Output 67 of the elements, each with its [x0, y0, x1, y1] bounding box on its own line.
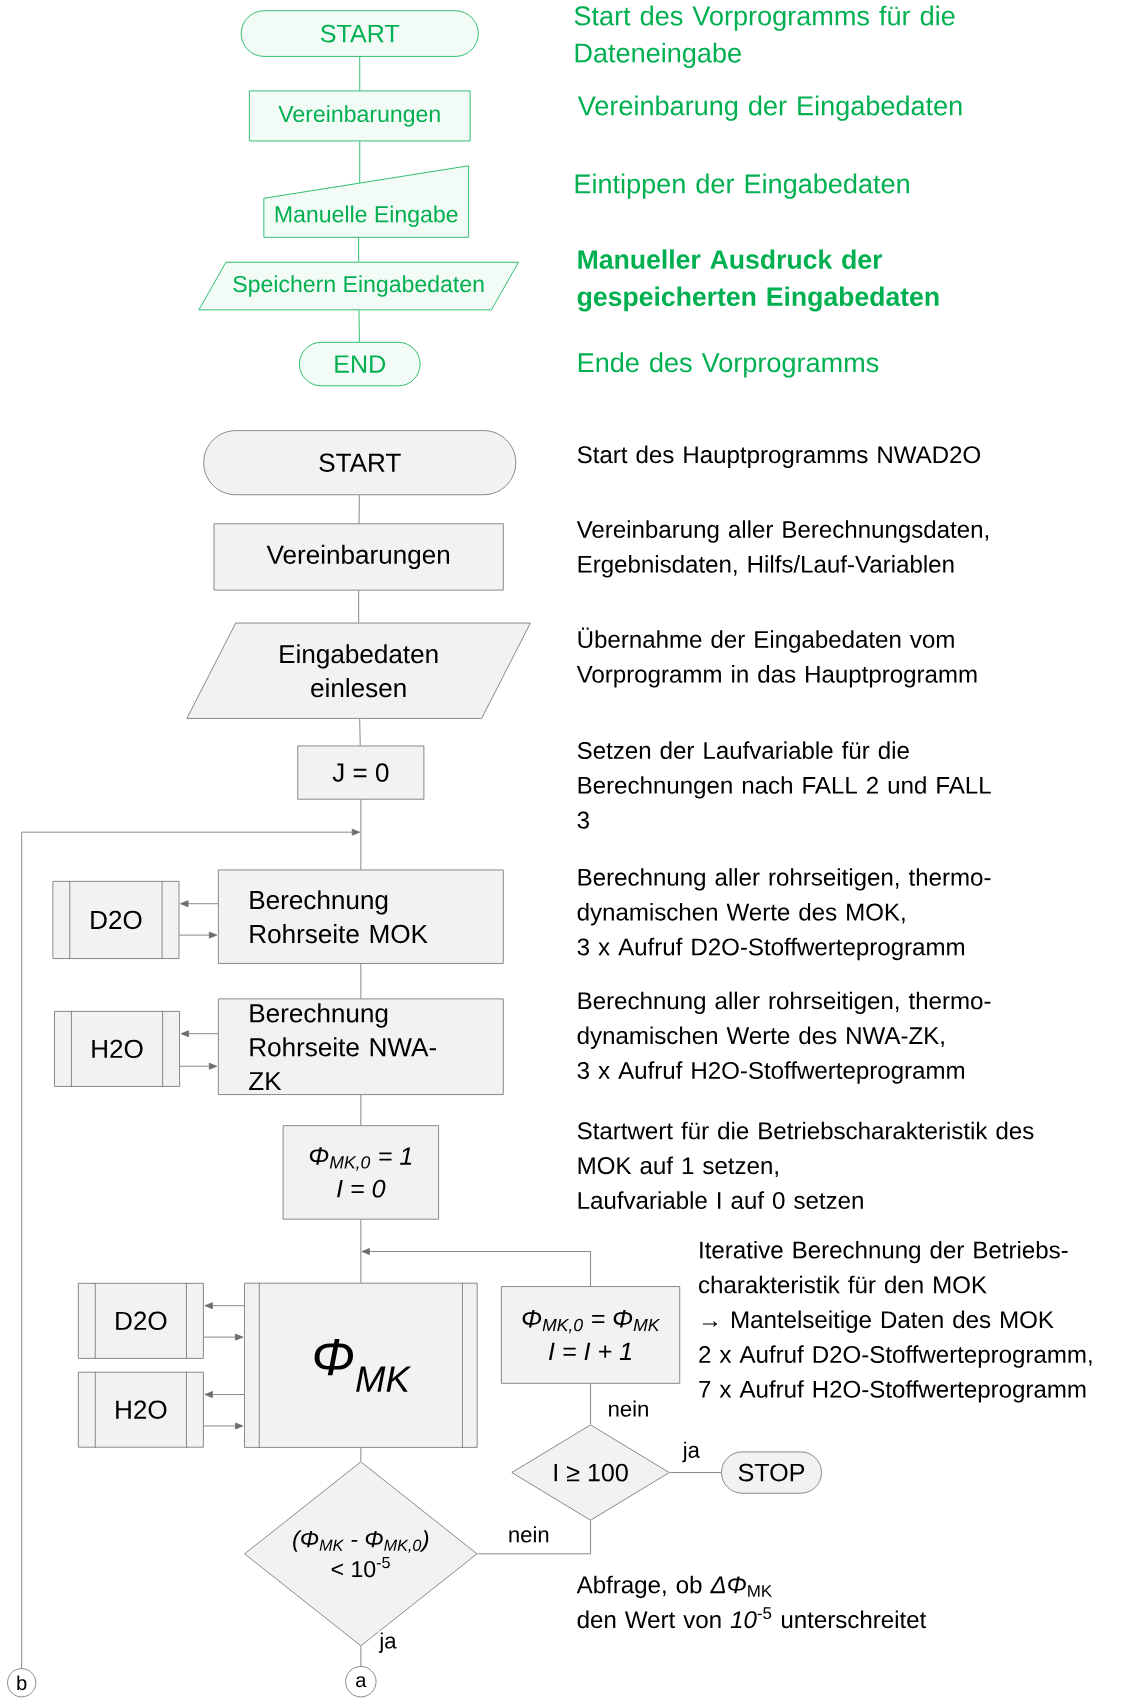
node-label: 7 x Aufruf H2O-Stoffwerteprogramm: [699, 1380, 1086, 1403]
process-box: Vereinbarungen: [213, 523, 504, 591]
terminal-box: STOP: [721, 1451, 823, 1494]
connector-line: [360, 799, 362, 870]
process-box: J = 0: [297, 745, 425, 800]
description-text: Übernahme der Eingabedaten vom Vorprogramm in das Hauptprogramm: [577, 627, 977, 688]
process-box: Φ$_{MK,0}$ = 1 I = 0: [282, 1125, 440, 1220]
connector-line: [358, 310, 361, 343]
node-label: Iterative Berechnung der Betriebs-charakteristik für den MOK: [699, 1240, 1068, 1294]
connector-line: [360, 963, 362, 999]
connector-line: [669, 1472, 722, 1473]
arrow: [180, 1030, 219, 1038]
description-text: Berechnung aller rohrseitigen, thermo-dynamischen Werte des MOK, 3 x Aufruf D2O-Stoffwerteprogramm: [577, 868, 991, 961]
description-text: Iterative Berechnung der Betriebs-charakteristik für den MOK → Mantelseitige Daten des MOK 2 x Aufruf D2O-Stoffwerteprogramm, 7 x Aufruf H2O-Stoffwerteprogramm: [699, 1240, 1092, 1403]
connector-line: [359, 56, 361, 91]
edge-label: nein: [507, 1525, 551, 1544]
subroutine-box: D2O: [78, 1282, 204, 1360]
connector-line: [358, 494, 360, 524]
terminal-box: END: [299, 341, 421, 387]
arrow: [203, 1333, 244, 1341]
description-text: Start des Hauptprogramms NWAD2O: [577, 445, 981, 468]
arrow: [203, 1422, 244, 1430]
description-text: Manueller Ausdruck der gespeicherten Eingabedaten: [577, 249, 939, 312]
description-text: Startwert für die Betriebscharakteristik des MOK auf 1 setzen, Laufvariable I auf 0 setzen: [577, 1121, 1034, 1209]
terminal-box: START: [241, 10, 479, 57]
description-text: Vereinbarung der Eingabedaten: [578, 95, 962, 121]
node-label: 2 x Aufruf D2O-Stoffwerteprogramm,: [699, 1345, 1092, 1368]
edge-label: ja: [681, 1440, 702, 1464]
connector-line: [359, 140, 361, 184]
node-label: → Mantelseitige Daten des MOK: [703, 1310, 1054, 1333]
description-text: Eintippen der Eingabedaten: [575, 173, 910, 199]
process-box: Berechnung Rohrseite MOK: [218, 869, 504, 964]
process-box: Vereinbarungen: [249, 90, 471, 142]
description-text: Ende des Vorprogramms: [579, 352, 879, 378]
arrow: [204, 1391, 245, 1398]
manual-input-box: Manuelle Eingabe: [263, 165, 470, 238]
data-box: Eingabedaten einlesen: [186, 622, 531, 719]
arrow: [21, 828, 361, 1669]
arrow: [179, 1062, 218, 1070]
terminal-box: START: [203, 430, 517, 496]
connector-line: [360, 1447, 362, 1462]
subroutine-box: D2O: [52, 880, 180, 960]
connector-line: [360, 1646, 362, 1667]
subroutine-box: H2O: [54, 1010, 181, 1088]
description-text: Berechnung aller rohrseitigen, thermo-dynamischen Werte des NWA-ZK, 3 x Aufruf H2O-Stoffwerteprogramm: [577, 991, 991, 1084]
connector-line: [358, 590, 360, 623]
subroutine-box: Φ$_{MK}$: [244, 1282, 478, 1449]
arrow: [361, 1248, 592, 1287]
connector-line: [590, 1383, 592, 1425]
arrow: [204, 1302, 245, 1310]
process-box: Berechnung Rohrseite NWA-ZK: [218, 998, 504, 1095]
edge-label: ja: [378, 1631, 398, 1654]
description-text: Abfrage, ob ΔΦ$_{MK}$ den Wert von 10$^{-5}$ unterschreitet: [576, 1575, 927, 1629]
description-text: Start des Vorprogramms für die Dateneingabe: [574, 5, 955, 68]
connector-line: [477, 1520, 592, 1555]
connector-line: [360, 1094, 362, 1126]
arrow: [179, 931, 218, 939]
process-box: Φ$_{MK,0}$ = Φ$_{MK}$ I = I + 1: [501, 1286, 681, 1384]
connector-line: [360, 1219, 362, 1284]
edge-label: nein: [606, 1399, 651, 1418]
arrow: [180, 900, 219, 908]
connector-line: [358, 237, 360, 263]
data-box: Speichern Eingabedaten: [198, 261, 520, 311]
description-text: Setzen der Laufvariable für die Berechnungen nach FALL 2 und FALL 3: [577, 741, 992, 829]
subroutine-box: H2O: [78, 1371, 204, 1449]
connector-line: [359, 718, 361, 746]
description-text: Vereinbarung aller Berechnungsdaten, Ergebnisdaten, Hilfs/Lauf-Variablen: [577, 520, 989, 578]
